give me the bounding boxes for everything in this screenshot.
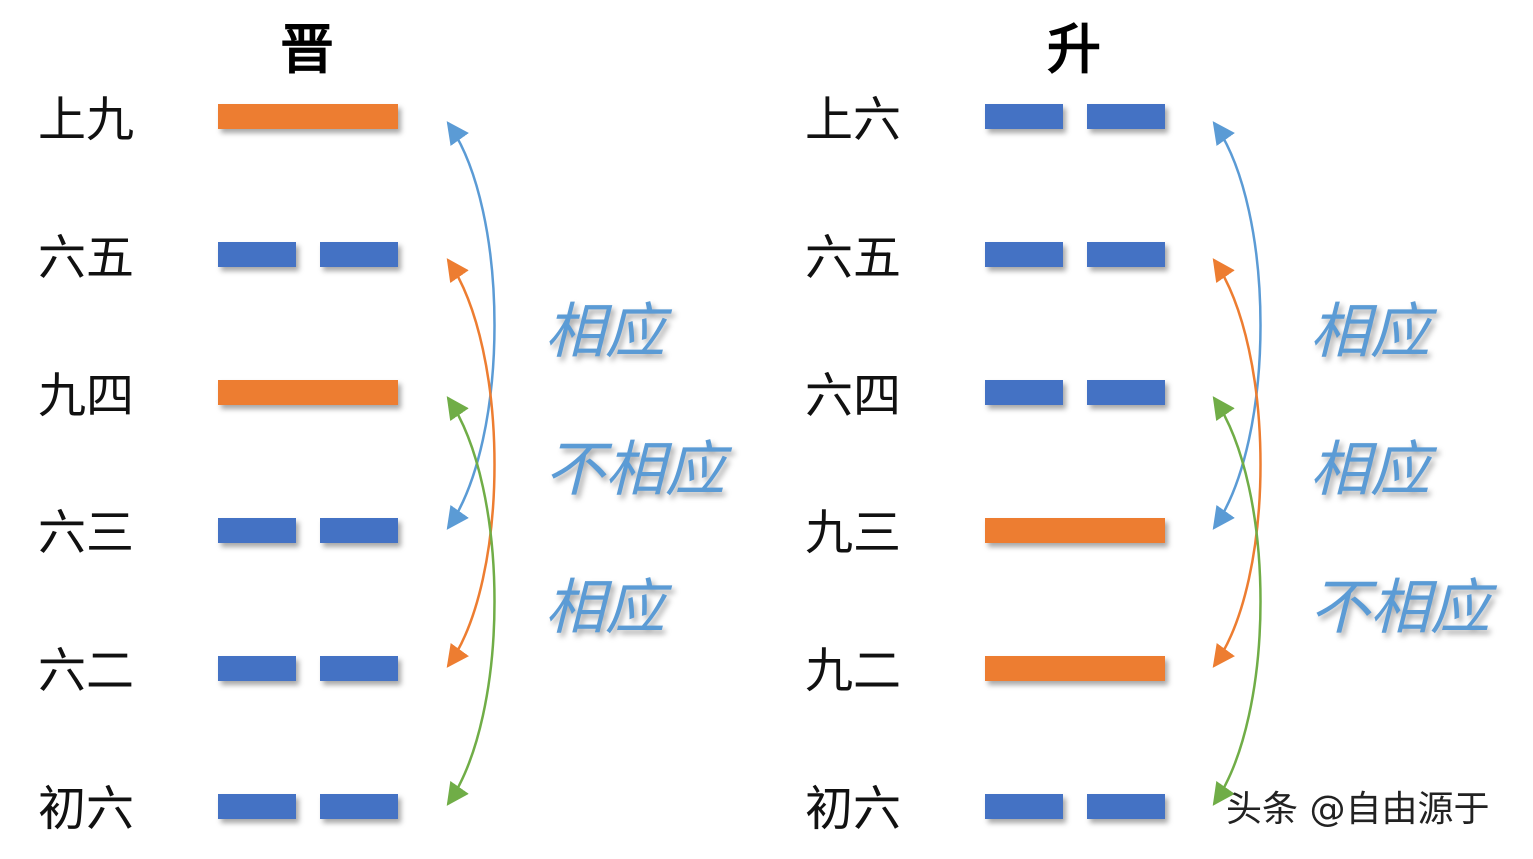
yin-line-segment (320, 518, 398, 543)
arc-line2-line5 (1212, 258, 1262, 668)
relation-label-fifth-second: 不相应 (545, 435, 725, 505)
yang-line (218, 104, 398, 129)
yin-line-segment (985, 104, 1063, 129)
yin-line-segment (985, 242, 1063, 267)
relation-label-fifth-second: 相应 (1310, 435, 1430, 505)
correspondence-arcs (446, 121, 496, 806)
hexagram-title: 升 (1047, 18, 1101, 81)
yin-line-segment (320, 794, 398, 819)
line-label: 九二 (805, 643, 902, 699)
yin-line-segment (985, 794, 1063, 819)
yin-line-segment (1087, 242, 1165, 267)
line-label: 六二 (38, 643, 135, 699)
hexagram-panel-jin: 晋 上九 六五 九四 六三 六二 初六 相应 不相应 相应 (0, 0, 766, 859)
correspondence-arcs (1212, 121, 1262, 806)
relation-label-fourth-first: 相应 (545, 573, 665, 643)
yang-line (218, 380, 398, 405)
line-label: 六五 (38, 230, 135, 286)
relation-label-top-third: 相应 (545, 297, 665, 367)
arc-line1-line4 (1212, 121, 1262, 530)
line-label: 初六 (805, 781, 902, 837)
arc-line1-line4 (446, 121, 496, 530)
yin-line-segment (1087, 104, 1165, 129)
yin-line-segment (218, 242, 296, 267)
yin-line-segment (218, 794, 296, 819)
line-label: 初六 (38, 781, 135, 837)
line-label: 上六 (805, 92, 902, 148)
yin-line-segment (1087, 380, 1165, 405)
arc-line3-line6 (446, 396, 496, 806)
line-label: 六五 (805, 230, 902, 286)
line-label: 上九 (38, 92, 135, 148)
yin-line-segment (985, 380, 1063, 405)
line-label: 九四 (38, 368, 135, 424)
arc-line2-line5 (446, 258, 496, 668)
hexagram-title: 晋 (280, 18, 334, 81)
watermark: 头条 @自由源于 (1226, 789, 1490, 830)
relation-label-fourth-first: 不相应 (1310, 573, 1490, 643)
yin-line-segment (320, 656, 398, 681)
line-label: 六四 (805, 368, 902, 424)
line-label: 九三 (805, 505, 902, 561)
yang-line (985, 518, 1165, 543)
yin-line-segment (320, 242, 398, 267)
line-label: 六三 (38, 505, 135, 561)
relation-label-top-third: 相应 (1310, 297, 1430, 367)
yin-line-segment (1087, 794, 1165, 819)
hexagram-panel-sheng: 升 上六 六五 六四 九三 九二 初六 相应 相应 不相应 (767, 0, 1533, 859)
yin-line-segment (218, 518, 296, 543)
yin-line-segment (218, 656, 296, 681)
yang-line (985, 656, 1165, 681)
arc-line3-line6 (1212, 396, 1262, 806)
